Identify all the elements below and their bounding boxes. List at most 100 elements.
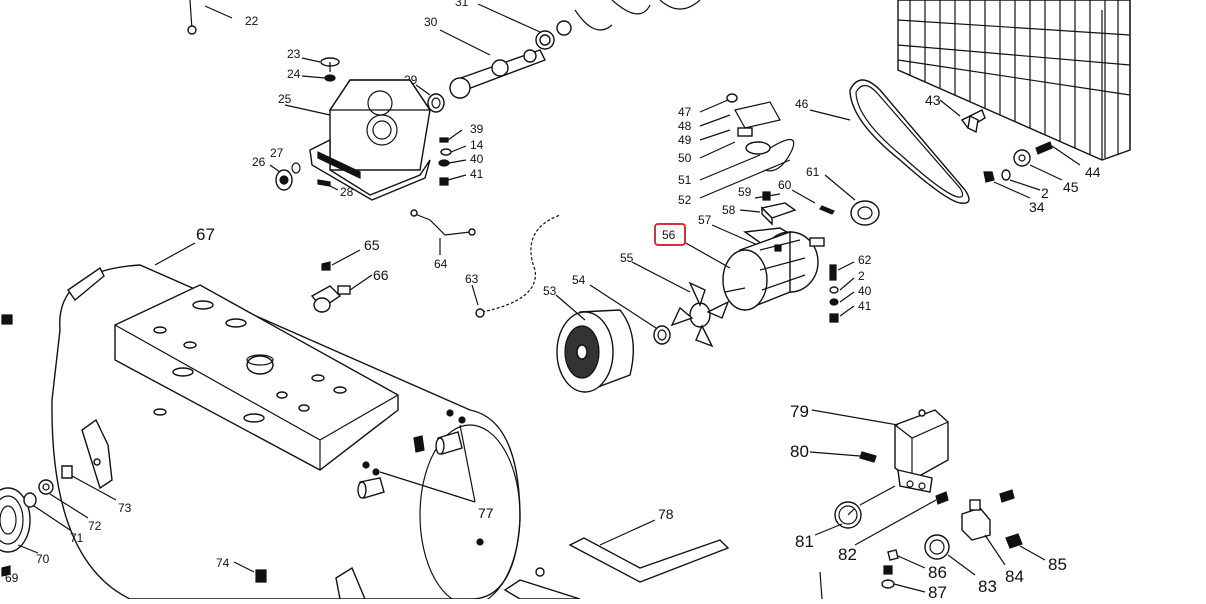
part-84-regulator — [961, 499, 1006, 566]
part-47-52-electric-parts — [699, 93, 795, 199]
label-80: 80 — [790, 442, 809, 461]
part-26-27-28-plug — [269, 162, 339, 191]
label-58: 58 — [722, 203, 736, 217]
part-69-70-wheel — [0, 487, 39, 577]
part-85-quick-coupler — [999, 489, 1046, 561]
part-25-crankcase — [284, 79, 432, 201]
part-62-2-40-41-fasteners — [829, 261, 855, 323]
part-79-pressure-switch — [811, 409, 949, 493]
highlight-box — [654, 223, 686, 246]
label-69: 69 — [5, 571, 19, 585]
part-81-gauge — [814, 485, 896, 536]
label-22: 22 — [245, 14, 259, 28]
label-61: 61 — [806, 165, 820, 179]
label-23: 23 — [287, 47, 301, 61]
part-61-pulley — [824, 174, 880, 226]
label-48: 48 — [678, 119, 692, 133]
label-28: 28 — [340, 185, 354, 199]
label-43: 43 — [925, 92, 941, 108]
label-70: 70 — [36, 552, 50, 566]
label-81: 81 — [795, 532, 814, 551]
part-30-crankshaft — [439, 29, 546, 99]
part-74-drain-plug — [233, 561, 267, 583]
part-22-eyebolt — [187, 0, 233, 35]
label-25: 25 — [278, 92, 292, 106]
label-82: 82 — [838, 545, 857, 564]
label-73: 73 — [118, 501, 132, 515]
label-74: 74 — [216, 556, 230, 570]
label-39: 39 — [470, 122, 484, 136]
part-56-57-motor — [683, 224, 825, 312]
label-87: 87 — [928, 583, 947, 599]
label-72: 72 — [88, 519, 102, 533]
label-53: 53 — [543, 284, 557, 298]
part-44-45-34-2-fasteners — [983, 141, 1081, 199]
part-53-fan-cover — [555, 294, 635, 393]
label-54: 54 — [572, 273, 586, 287]
label-78: 78 — [658, 506, 674, 522]
label-66: 66 — [373, 267, 389, 283]
part-83-gauge — [924, 534, 976, 576]
label-71: 71 — [70, 531, 84, 545]
label-27: 27 — [270, 146, 284, 160]
part-55-fan — [631, 261, 730, 348]
part-59-58-terminal — [739, 191, 797, 226]
label-41a: 41 — [470, 167, 484, 181]
part-31-bearing — [477, 0, 701, 50]
part-guard-cage — [897, 0, 1131, 161]
label-31: 31 — [455, 0, 469, 9]
label-79: 79 — [790, 402, 809, 421]
label-47: 47 — [678, 105, 692, 119]
label-45: 45 — [1063, 179, 1079, 195]
part-23-24-bolt-washer — [301, 57, 340, 82]
label-50: 50 — [678, 151, 692, 165]
label-65: 65 — [364, 237, 380, 253]
part-71-72-73-axle — [1, 314, 117, 531]
label-24: 24 — [287, 67, 301, 81]
part-63-coil-hose — [471, 214, 561, 318]
label-84: 84 — [1005, 567, 1024, 586]
label-62: 62 — [858, 253, 872, 267]
label-56: 56 — [662, 228, 676, 242]
label-49: 49 — [678, 133, 692, 147]
label-59: 59 — [738, 185, 752, 199]
label-40b: 40 — [858, 284, 872, 298]
label-2a: 2 — [858, 269, 865, 283]
part-29-seal — [415, 84, 445, 113]
label-40a: 40 — [470, 152, 484, 166]
part-65-66-valve — [310, 249, 373, 313]
label-41b: 41 — [858, 299, 872, 313]
part-78-handle — [476, 519, 730, 600]
label-51: 51 — [678, 173, 692, 187]
label-57: 57 — [698, 213, 712, 227]
label-86: 86 — [928, 563, 947, 582]
part-82-fitting — [854, 491, 949, 546]
label-2b: 2 — [1041, 185, 1049, 201]
part-67-air-tank — [51, 242, 521, 604]
label-52: 52 — [678, 193, 692, 207]
label-64: 64 — [434, 257, 448, 271]
part-43-bracket — [939, 99, 986, 134]
label-83: 83 — [978, 577, 997, 596]
part-80-fitting — [809, 451, 877, 463]
label-67: 67 — [196, 225, 215, 244]
label-26: 26 — [252, 155, 266, 169]
part-60-key — [791, 189, 835, 215]
label-77: 77 — [478, 505, 494, 521]
label-60: 60 — [778, 178, 792, 192]
label-44: 44 — [1085, 164, 1101, 180]
label-63: 63 — [465, 272, 479, 286]
part-46-belt — [809, 79, 970, 204]
label-55: 55 — [620, 251, 634, 265]
part-64-pipe — [410, 209, 476, 255]
label-85: 85 — [1048, 555, 1067, 574]
label-34: 34 — [1029, 199, 1045, 215]
label-30: 30 — [424, 15, 438, 29]
part-54-seal — [589, 284, 671, 345]
part-86-87-fittings — [819, 549, 926, 600]
part-39-14-40-41-fasteners — [438, 129, 467, 186]
part-77-pins — [357, 409, 476, 503]
label-14: 14 — [470, 138, 484, 152]
